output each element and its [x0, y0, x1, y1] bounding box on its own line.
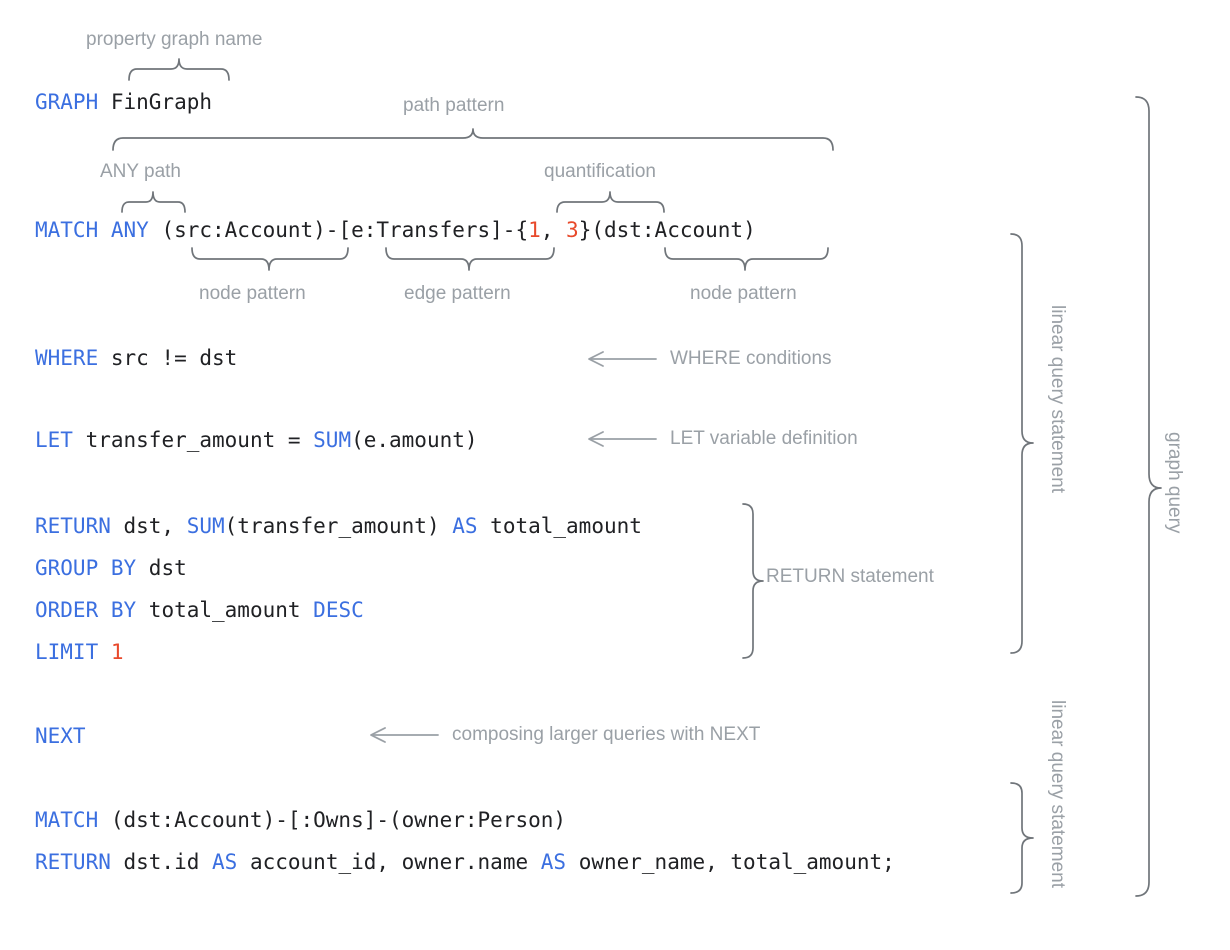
code-token: GRAPH: [35, 90, 99, 114]
label-quantification: quantification: [544, 161, 656, 182]
code-token: AS: [452, 514, 478, 538]
code-line-where: WHERE src != dst: [35, 346, 237, 370]
brace-path-pattern: [112, 128, 834, 151]
code-line-match: MATCH ANY (src:Account)-[e:Transfers]-{1…: [35, 218, 756, 242]
code-token: (e.amount): [351, 428, 478, 452]
code-line-match-2: MATCH (dst:Account)-[:Owns]-(owner:Perso…: [35, 808, 566, 832]
code-token: total_amount: [136, 598, 314, 622]
code-token: MATCH: [35, 808, 99, 832]
code-token: ORDER BY: [35, 598, 137, 622]
code-token: dst.id: [110, 850, 213, 874]
code-token: [98, 640, 111, 664]
code-token: dst: [136, 556, 187, 580]
code-token: AS: [540, 850, 567, 874]
brace-node-pattern-right: [664, 247, 829, 271]
label-return-statement: RETURN statement: [766, 566, 934, 587]
code-token: src != dst: [98, 346, 238, 370]
brace-graph-query: [1135, 96, 1162, 897]
code-line-return-2: RETURN dst.id AS account_id, owner.name …: [35, 850, 895, 874]
brace-node-pattern-left: [191, 247, 349, 271]
arrow-where-conditions: [588, 351, 657, 367]
code-line-next: NEXT: [35, 724, 86, 748]
code-token: RETURN: [35, 850, 111, 874]
brace-property-graph-name: [128, 58, 230, 81]
code-token: NEXT: [35, 724, 86, 748]
label-where-conditions: WHERE conditions: [670, 348, 832, 369]
code-token: SUM: [313, 428, 352, 452]
code-token: MATCH ANY: [35, 218, 149, 242]
code-line-order-by: ORDER BY total_amount DESC: [35, 598, 364, 622]
brace-return-statement: [742, 503, 764, 659]
code-line-group-by: GROUP BY dst: [35, 556, 187, 580]
code-token: owner_name, total_amount;: [566, 850, 895, 874]
label-edge-pattern: edge pattern: [404, 283, 511, 304]
code-token: FinGraph: [98, 90, 213, 114]
label-node-pattern-left: node pattern: [199, 283, 306, 304]
code-token: (dst:Account)-[:Owns]-(owner:Person): [98, 808, 567, 832]
code-token: GROUP BY: [35, 556, 137, 580]
label-path-pattern: path pattern: [403, 95, 505, 116]
arrow-composing-with-next: [370, 727, 439, 743]
code-token: DESC: [313, 598, 364, 622]
code-token: LIMIT: [35, 640, 99, 664]
code-token: total_amount: [477, 514, 642, 538]
code-token: 1: [110, 640, 124, 664]
label-linear-query-statement-2: linear query statement: [1047, 700, 1068, 888]
code-token: 3: [566, 218, 579, 242]
code-line-let: LET transfer_amount = SUM(e.amount): [35, 428, 478, 452]
code-token: LET: [35, 428, 73, 452]
code-token: account_id, owner.name: [237, 850, 541, 874]
code-line-graph: GRAPH FinGraph: [35, 90, 212, 114]
label-linear-query-statement-1: linear query statement: [1047, 305, 1068, 493]
code-token: 1: [528, 218, 541, 242]
brace-any-path: [121, 191, 186, 213]
code-token: }(dst:Account): [578, 218, 756, 242]
code-line-limit: LIMIT 1: [35, 640, 124, 664]
brace-edge-pattern: [385, 247, 555, 271]
code-token: (transfer_amount): [224, 514, 453, 538]
label-graph-query: graph query: [1164, 432, 1185, 534]
code-token: (src:Account)-[e:Transfers]-{: [148, 218, 529, 242]
label-property-graph-name: property graph name: [86, 29, 263, 50]
code-token: transfer_amount =: [72, 428, 314, 452]
code-token: ,: [540, 218, 567, 242]
brace-linear-query-statement-1: [1010, 233, 1034, 654]
arrow-let-variable-definition: [588, 431, 657, 447]
code-line-return: RETURN dst, SUM(transfer_amount) AS tota…: [35, 514, 642, 538]
code-token: WHERE: [35, 346, 99, 370]
label-let-variable-definition: LET variable definition: [670, 428, 858, 449]
code-token: AS: [212, 850, 238, 874]
label-node-pattern-right: node pattern: [690, 283, 797, 304]
label-any-path: ANY path: [100, 161, 181, 182]
label-composing-with-next: composing larger queries with NEXT: [452, 724, 761, 745]
brace-linear-query-statement-2: [1010, 782, 1034, 894]
brace-quantification: [556, 191, 665, 213]
code-token: RETURN: [35, 514, 111, 538]
code-token: dst,: [110, 514, 187, 538]
code-token: SUM: [186, 514, 225, 538]
